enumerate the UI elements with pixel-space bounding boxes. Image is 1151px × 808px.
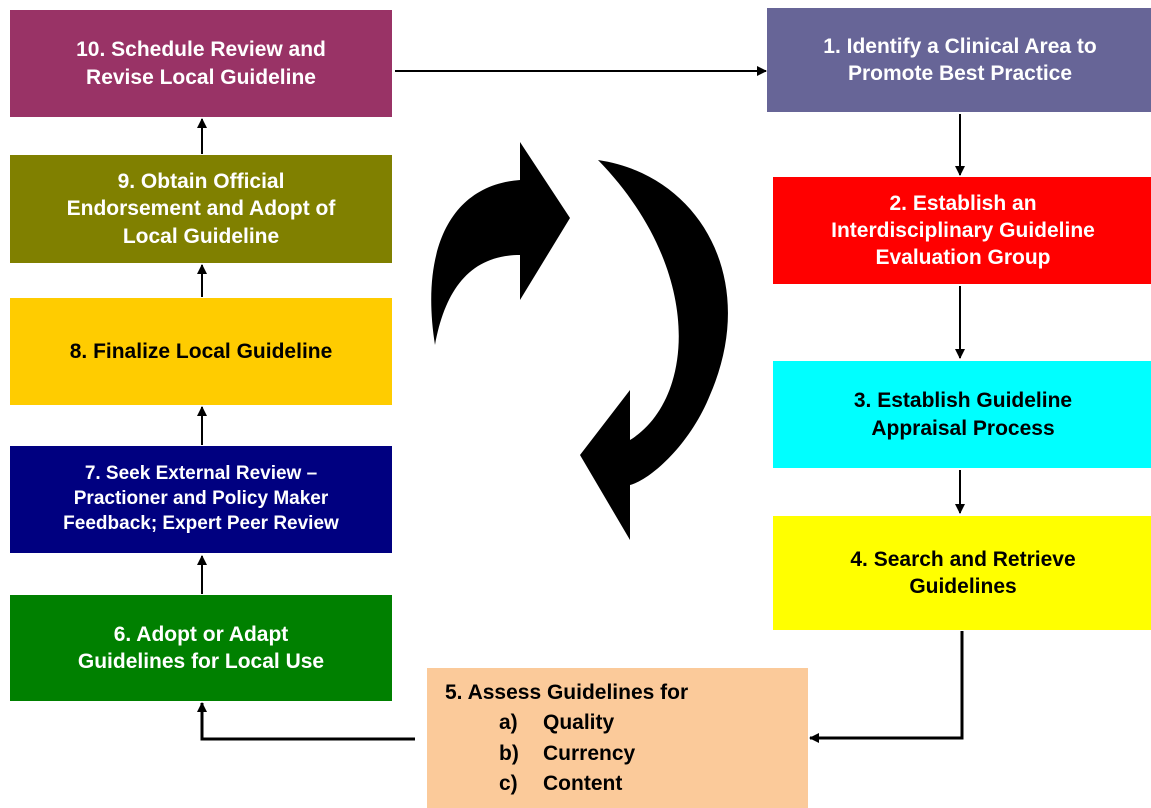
step-2-box: 2. Establish an Interdisciplinary Guideli… bbox=[773, 177, 1151, 284]
criteria-item: b)Currency bbox=[499, 741, 636, 765]
step-5-heading: 5. Assess Guidelines for bbox=[445, 681, 689, 704]
step-label-line: Promote Best Practice bbox=[847, 62, 1073, 85]
step-5-criteria-list: a)Quality b)Currency c)Content bbox=[445, 708, 635, 799]
step-label-line: 6. Adopt or Adapt bbox=[113, 622, 289, 646]
step-1-box: 1. Identify a Clinical Area to Promote Be… bbox=[767, 8, 1151, 112]
step-label-line: 7. Seek External Review – bbox=[84, 463, 318, 485]
step-label-line: 10. Schedule Review and bbox=[76, 38, 326, 62]
step-5-box: 5. Assess Guidelines for a)Quality b)Cur… bbox=[427, 668, 808, 808]
step-label-line: 1. Identify a Clinical Area to bbox=[823, 34, 1097, 58]
criteria-item: a)Quality bbox=[499, 711, 615, 735]
step-label-line: Guidelines for Local Use bbox=[77, 650, 325, 673]
step-label-line: 2. Establish an bbox=[889, 191, 1037, 215]
step-7-box: 7. Seek External Review – Practioner and … bbox=[10, 446, 392, 553]
step-label-line: Local Guideline bbox=[122, 224, 280, 248]
step-label-line: Revise Local Guideline bbox=[86, 65, 316, 89]
step-label-line: Appraisal Process bbox=[871, 416, 1055, 440]
step-label-line: Feedback; Expert Peer Review bbox=[63, 512, 339, 534]
step-8-box: 8. Finalize Local Guideline bbox=[10, 298, 392, 405]
step-label-line: 9. Obtain Official bbox=[117, 170, 285, 194]
step-label-line: Evaluation Group bbox=[875, 246, 1051, 270]
step-label-line: 8. Finalize Local Guideline bbox=[69, 339, 333, 363]
arrow-5-to-6 bbox=[197, 702, 415, 741]
step-label-line: 3. Establish Guideline bbox=[853, 389, 1073, 413]
step-label-line: Guidelines bbox=[909, 575, 1017, 598]
step-label-line: 4. Search and Retrieve bbox=[850, 547, 1076, 571]
arrow-4-to-5 bbox=[809, 631, 964, 743]
step-label-line: Interdisciplinary Guideline bbox=[831, 218, 1095, 242]
step-label-line: Endorsement and Adopt of bbox=[66, 197, 336, 221]
criteria-item: c)Content bbox=[499, 772, 623, 796]
step-label-line: Practioner and Policy Maker bbox=[73, 488, 329, 510]
